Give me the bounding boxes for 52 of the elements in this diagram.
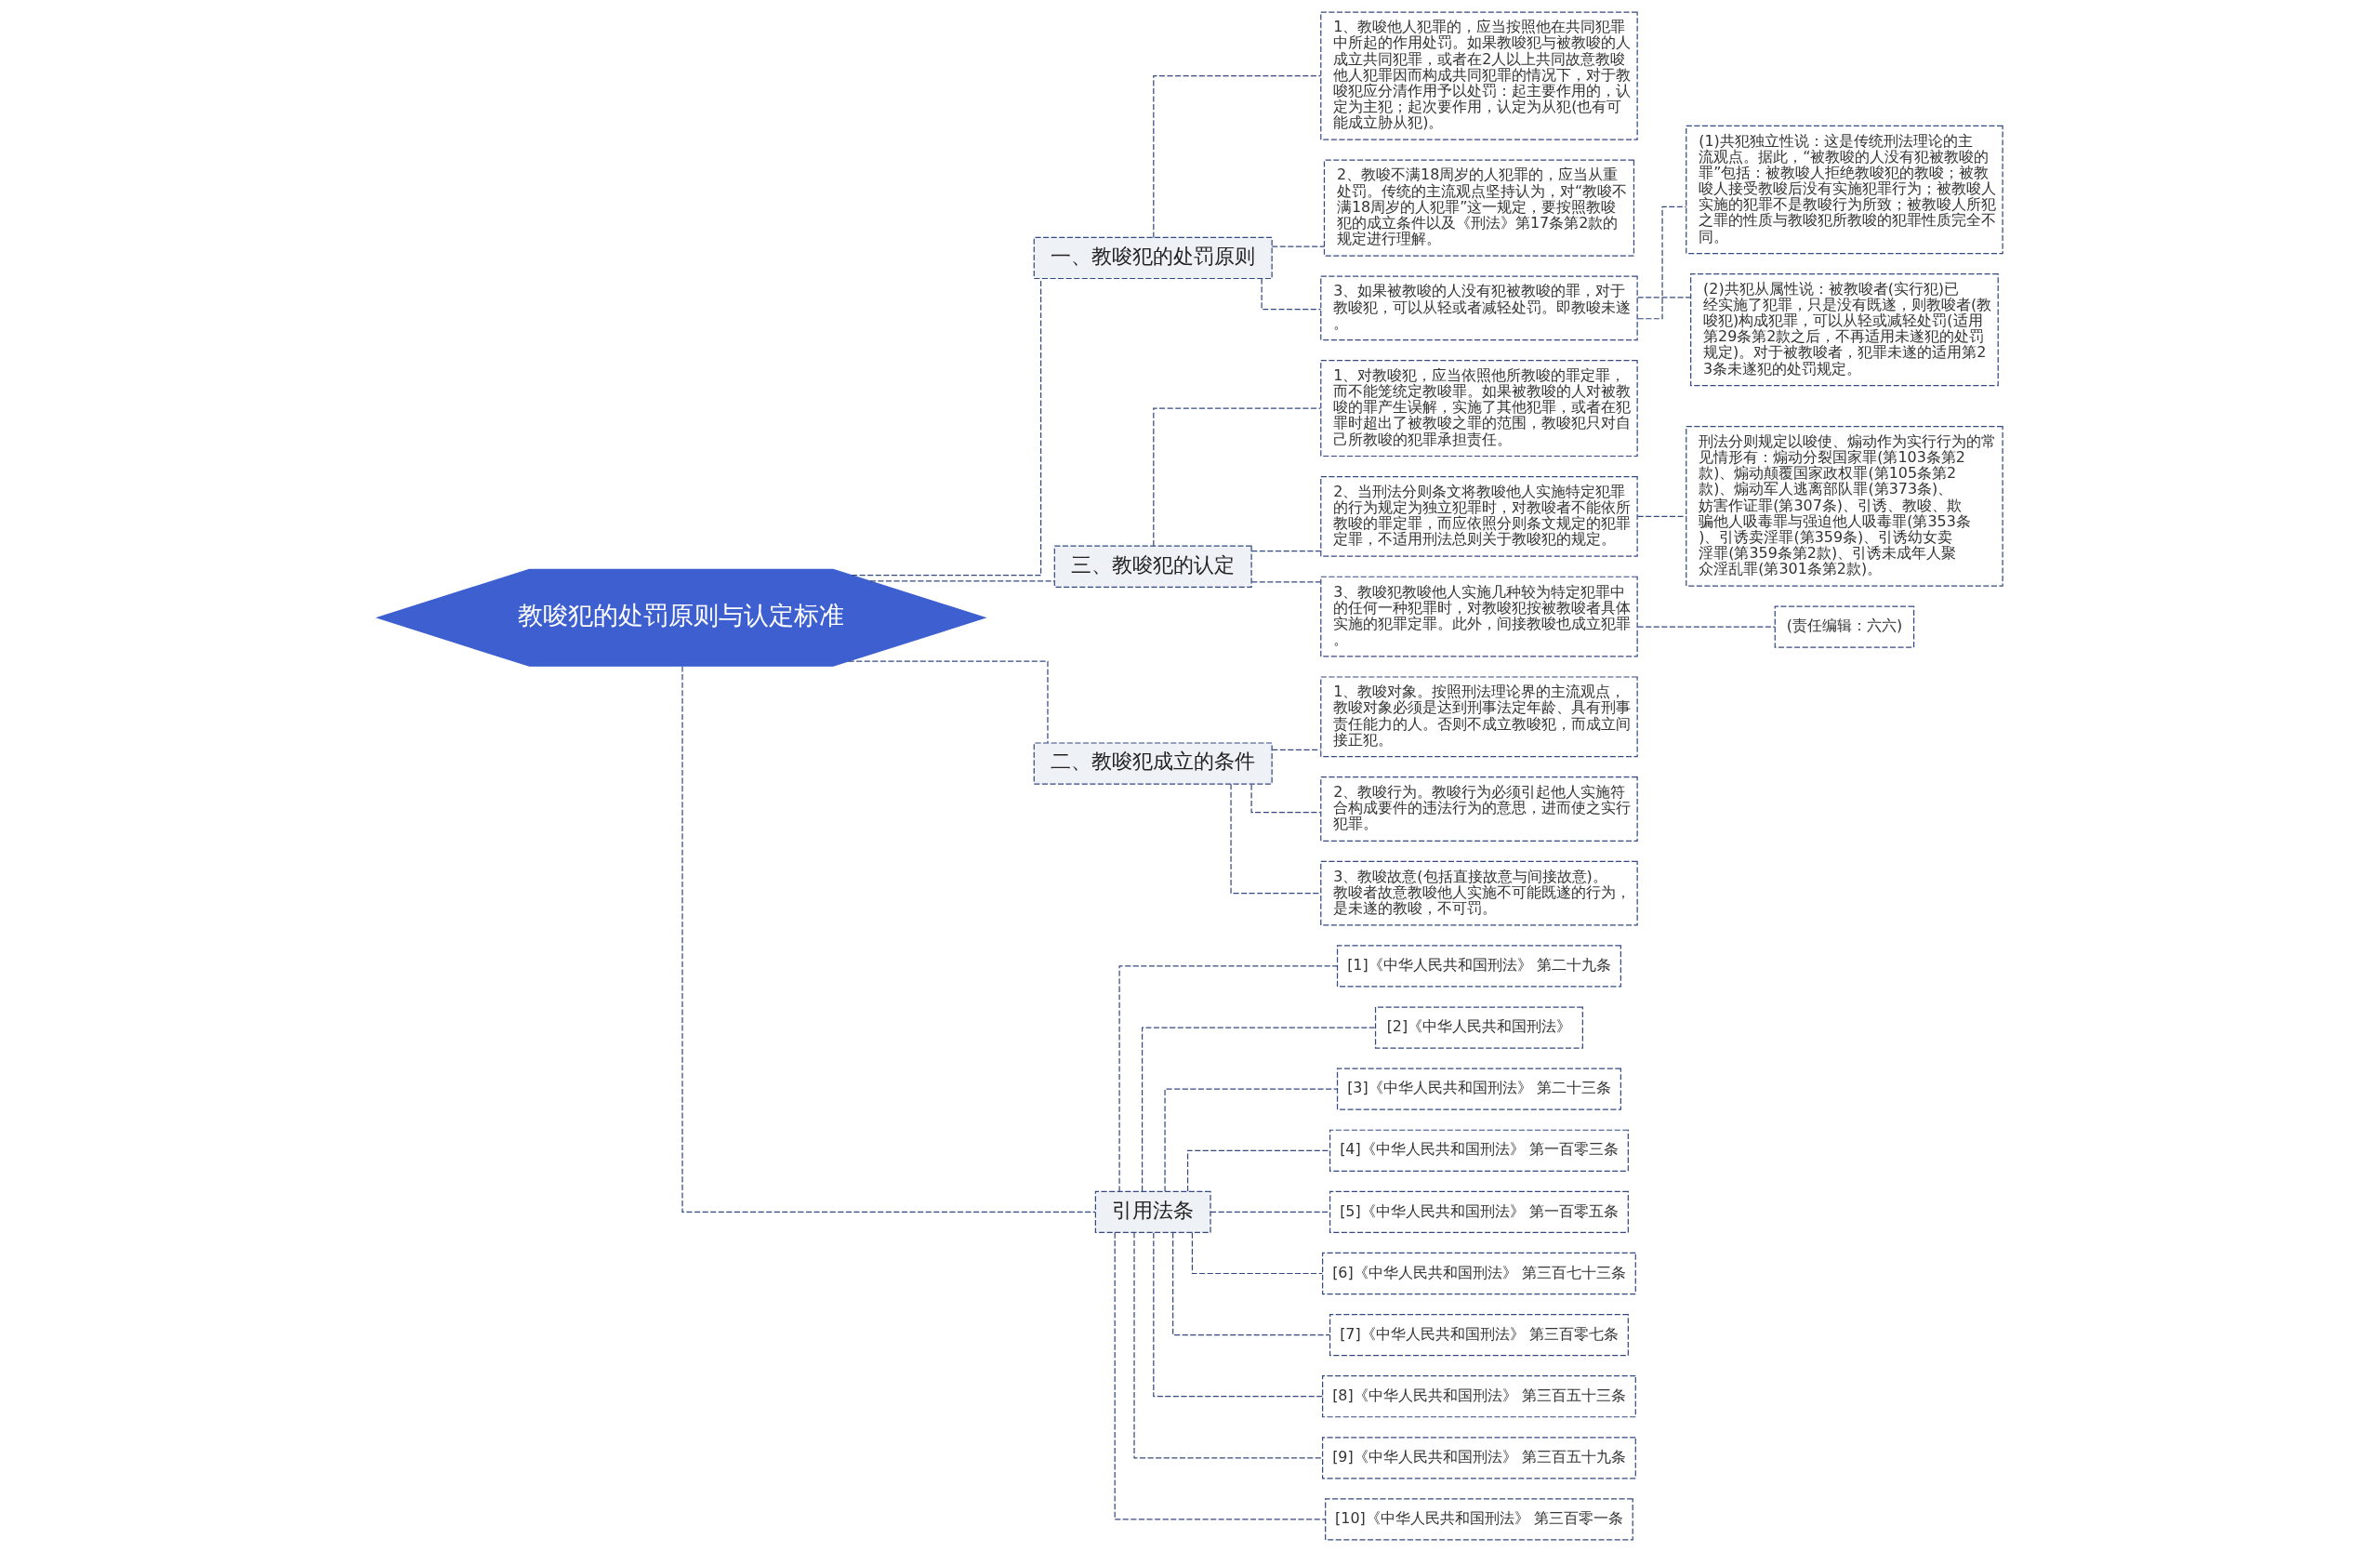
connector xyxy=(1172,1232,1330,1336)
connector xyxy=(1164,1088,1338,1192)
node-box: 2、教唆行为。教唆行为必须引起他人实施符合构成要件的违法行为的意思，进而使之实行犯罪。 xyxy=(1320,776,1638,842)
connector xyxy=(1153,407,1322,547)
node-box: (2)共犯从属性说：被教唆者(实行犯)已经实施了犯罪，只是没有既遂，则教唆者(教唆犯)构成犯罪，可以从轻或减轻处罚(适用第29条第2款之后，不再适用未遂犯的处罚规定)。对于被教唆者，犯罪未遂的适用第23条未遂犯的处罚规定。 xyxy=(1690,273,1999,387)
connector xyxy=(1637,515,1687,517)
connector xyxy=(1271,749,1322,750)
connector xyxy=(1114,1231,1326,1520)
connector xyxy=(1271,245,1325,247)
node-box: 2、当刑法分则条文将教唆他人实施特定犯罪的行为规定为独立犯罪时，对教唆者不能依所教唆的罪定罪，而应依照分则条文规定的犯罪定罪，不适用刑法总则关于教唆犯的规定。 xyxy=(1320,475,1638,557)
connector xyxy=(1250,550,1322,552)
node-box: [1]《中华人民共和国刑法》 第二十九条 xyxy=(1336,945,1621,988)
connector xyxy=(1186,1149,1330,1192)
node-box: 1、对教唆犯，应当依照他所教唆的罪定罪，而不能笼统定教唆罪。如果被教唆的人对被教唆的罪产生误解，实施了其他犯罪，或者在犯罪时超出了被教唆之罪的范围，教唆犯只对自己所教唆的犯罪承担责任。 xyxy=(1320,360,1638,458)
node-box: 2、教唆不满18周岁的人犯罪的，应当从重处罚。传统的主流观点坚持认为，对“教唆不满18周岁的人犯罪”这一规定，要按照教唆犯的成立条件以及《刑法》第17条第2款的规定进行理解。 xyxy=(1323,159,1635,257)
node-box: [10]《中华人民共和国刑法》 第三百零一条 xyxy=(1325,1498,1633,1541)
connector xyxy=(1141,1027,1376,1192)
connector xyxy=(1118,965,1338,1192)
connector xyxy=(1153,75,1322,238)
node-box: [3]《中华人民共和国刑法》 第二十三条 xyxy=(1336,1068,1621,1110)
connector xyxy=(851,278,1042,577)
connector xyxy=(1230,783,1321,895)
node-box: [7]《中华人民共和国刑法》 第三百零七条 xyxy=(1329,1313,1629,1357)
connector xyxy=(847,660,1049,744)
node-box: [9]《中华人民共和国刑法》 第三百五十九条 xyxy=(1322,1437,1636,1479)
node-box: 刑法分则规定以唆使、煽动作为实行行为的常见情形有：煽动分裂国家罪(第103条第2款)、煽动颠覆国家政权罪(第105条第2款)、煽动军人逃离部队罪(第373条)、妨害作证罪(第307条)、引诱、教唆、欺骗他人吸毒罪与强迫他人吸毒罪(第353条)、引诱卖淫罪(第359条)、引诱幼女卖淫罪(第359条第2款)、引诱未成年人聚众淫乱罪(第301条第2款)。 xyxy=(1686,426,2003,587)
node-box: [2]《中华人民共和国刑法》 xyxy=(1374,1006,1583,1049)
connector xyxy=(681,666,1096,1213)
connector xyxy=(869,580,1055,582)
node-box: 三、教唆犯的认定 xyxy=(1053,545,1252,588)
connector xyxy=(1250,784,1322,814)
node-box: [8]《中华人民共和国刑法》 第三百五十三条 xyxy=(1322,1375,1636,1418)
node-box: 一、教唆犯的处罚原则 xyxy=(1033,236,1273,280)
node-box: (责任编辑：六六) xyxy=(1774,605,1915,648)
connector xyxy=(1191,1232,1323,1275)
connector xyxy=(1250,581,1322,583)
node-box: [4]《中华人民共和国刑法》 第一百零三条 xyxy=(1329,1129,1629,1172)
node-box: [6]《中华人民共和国刑法》 第三百七十三条 xyxy=(1322,1252,1636,1295)
connector xyxy=(1261,277,1322,311)
node-box: 引用法条 xyxy=(1094,1190,1211,1234)
node-box: (1)共犯独立性说：这是传统刑法理论的主流观点。据此，“被教唆的人没有犯被教唆的罪”包括：被教唆人拒绝教唆犯的教唆；被教唆人接受教唆后没有实施犯罪行为；被教唆人实施的犯罪不是教唆行为所致；被教唆人所犯之罪的性质与教唆犯所教唆的犯罪性质完全不同。 xyxy=(1686,125,2003,255)
connector xyxy=(1210,1211,1330,1213)
node-box: 3、教唆故意(包括直接故意与间接故意)。教唆者故意教唆他人实施不可能既遂的行为，是未遂的教唆，不可罚。 xyxy=(1320,860,1638,926)
connector xyxy=(1133,1231,1323,1459)
connector xyxy=(1153,1232,1324,1398)
node-box: 3、如果被教唆的人没有犯被教唆的罪，对于教唆犯，可以从轻或者减轻处罚。即教唆未遂。 xyxy=(1320,275,1638,341)
node-box: 1、教唆他人犯罪的，应当按照他在共同犯罪中所起的作用处罚。如果教唆犯与被教唆的人成立共同犯罪，或者在2人以上共同故意教唆他人犯罪因而构成共同犯罪的情况下，对于教唆犯应分清作用予以处罚：起主要作用的，认定为主犯；起次要作用，认定为从犯(也有可能成立胁从犯)。 xyxy=(1320,11,1638,140)
connector xyxy=(1637,626,1776,628)
node-box: 1、教唆对象。按照刑法理论界的主流观点，教唆对象必须是达到刑事法定年龄、具有刑事责任能力的人。否则不成立教唆犯，而成立间接正犯。 xyxy=(1320,676,1638,758)
node-box: 3、教唆犯教唆他人实施几种较为特定犯罪中的任何一种犯罪时，对教唆犯按被教唆者具体实施的犯罪定罪。此外，间接教唆也成立犯罪。 xyxy=(1320,576,1638,657)
node-box: 二、教唆犯成立的条件 xyxy=(1033,742,1273,785)
node-box: [5]《中华人民共和国刑法》 第一百零五条 xyxy=(1329,1190,1629,1234)
